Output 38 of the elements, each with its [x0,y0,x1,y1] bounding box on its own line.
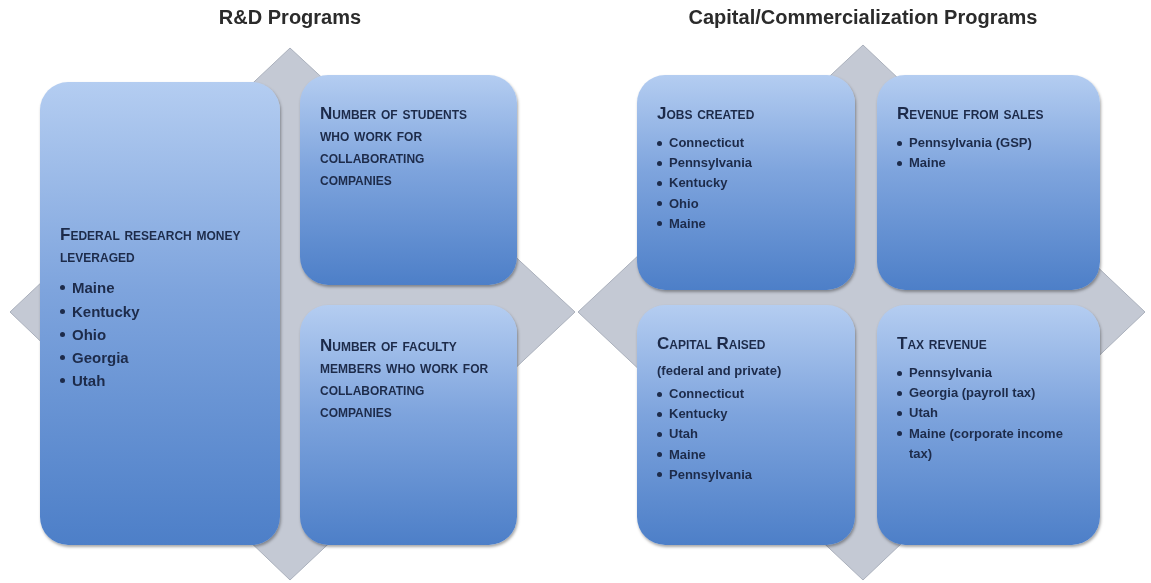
list-item: Maine [669,214,706,233]
list-item: Pennsylvania [669,154,753,173]
list-item: Maine [669,445,706,464]
list-item: Kentucky [669,174,728,193]
list-item: Georgia [72,348,129,369]
list-item: Georgia (payroll tax) [909,384,1036,403]
box-heading: Tax revenue [897,333,988,355]
box-heading: Capital Raised [657,333,767,355]
list-item: Kentucky [669,405,728,424]
section-heading: R&D Programs [218,6,362,29]
category-box [300,305,517,545]
list-item: Connecticut [669,134,745,153]
box-heading: Federal research money leveraged [60,224,242,269]
list-item: Pennsylvania [669,465,753,484]
category-box [300,75,517,285]
list-item: Utah [72,371,106,392]
list-item: Connecticut [669,385,745,404]
category-box [40,82,280,545]
box-heading: Revenue from sales [897,103,1045,125]
list-item: Ohio [669,194,699,213]
list-item: Maine (corporate income tax) [909,424,1064,463]
list-item: Ohio [72,324,107,345]
list-item: Pennsylvania (GSP) [909,134,1032,153]
box-heading: Number of students who work for collaborating companies [320,103,469,192]
list-item: Pennsylvania [909,364,993,383]
section-heading: Capital/Commercialization Programs [688,6,1038,29]
list-item: Utah [909,404,938,423]
list-item: Maine [909,154,946,173]
list-item: Utah [669,425,698,444]
box-subheading: (federal and private) [657,363,783,379]
category-box [637,75,855,290]
category-box [877,305,1100,545]
list-item: Kentucky [72,301,140,322]
box-heading: Jobs created [657,103,756,125]
list-item: Maine [72,278,115,299]
category-box [637,305,855,545]
box-heading: Number of faculty members who work for collaborating companies [320,335,490,424]
category-box [877,75,1100,290]
